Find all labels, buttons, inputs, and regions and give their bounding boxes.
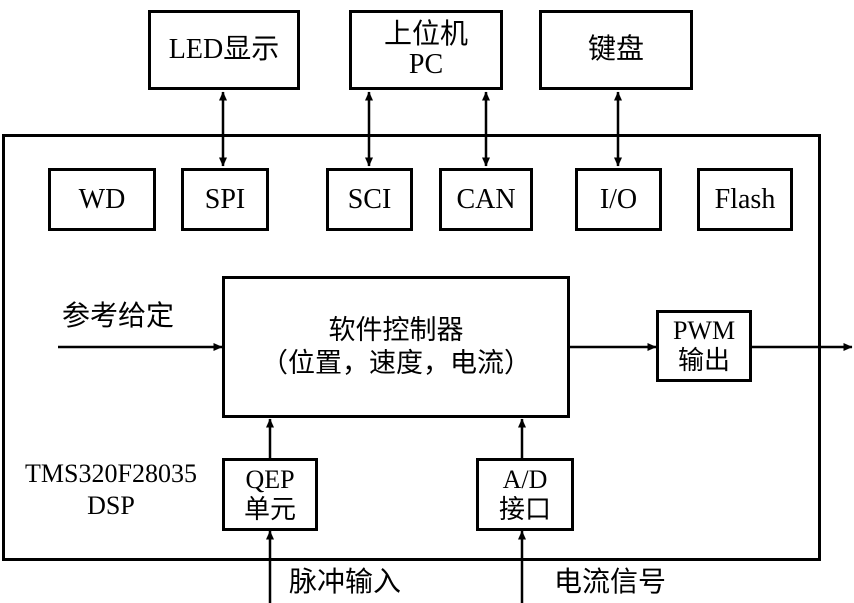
spi-label: SPI	[204, 183, 246, 215]
dsp-boundary	[2, 134, 821, 561]
sci-label: SCI	[347, 183, 392, 215]
qep-label: QEP	[245, 464, 295, 494]
host-pc-sublabel: PC	[408, 49, 444, 80]
adc-interface-box: A/D 接口	[476, 458, 574, 531]
keyboard-label: 键盘	[587, 34, 644, 65]
io-label: I/O	[599, 183, 638, 215]
qep-unit-label: 单元	[243, 494, 296, 524]
adc-label: A/D	[502, 464, 548, 494]
host-pc-label: 上位机	[383, 19, 468, 50]
reference-input-label: 参考给定	[62, 301, 175, 332]
can-label: CAN	[456, 183, 516, 215]
pulse-input-label: 脉冲输入	[289, 567, 402, 598]
io-box: I/O	[575, 168, 662, 231]
current-signal-label: 电流信号	[554, 567, 667, 598]
dsp-chip-label: TMS320F28035 DSP	[7, 458, 215, 522]
pwm-output-box: PWM 输出	[656, 310, 752, 382]
software-controller-box: 软件控制器 （位置，速度，电流）	[222, 276, 570, 418]
spi-box: SPI	[181, 168, 269, 231]
software-controller-modes: （位置，速度，电流）	[261, 348, 531, 378]
wd-label: WD	[78, 183, 126, 215]
software-controller-title: 软件控制器	[328, 315, 464, 345]
flash-box: Flash	[697, 168, 793, 231]
adc-interface-label: 接口	[498, 494, 551, 524]
sci-box: SCI	[326, 168, 413, 231]
dsp-chip-type: DSP	[87, 491, 135, 520]
pwm-output-label: 输出	[677, 346, 730, 375]
keyboard-box: 键盘	[539, 10, 693, 90]
host-pc-box: 上位机 PC	[349, 10, 503, 90]
led-display-label: LED显示	[168, 34, 280, 65]
led-display-box: LED显示	[148, 10, 300, 90]
qep-unit-box: QEP 单元	[222, 458, 318, 531]
pwm-label: PWM	[672, 316, 736, 345]
wd-box: WD	[48, 168, 156, 231]
flash-label: Flash	[714, 183, 776, 215]
can-box: CAN	[439, 168, 533, 231]
dsp-chip-model: TMS320F28035	[25, 459, 197, 488]
